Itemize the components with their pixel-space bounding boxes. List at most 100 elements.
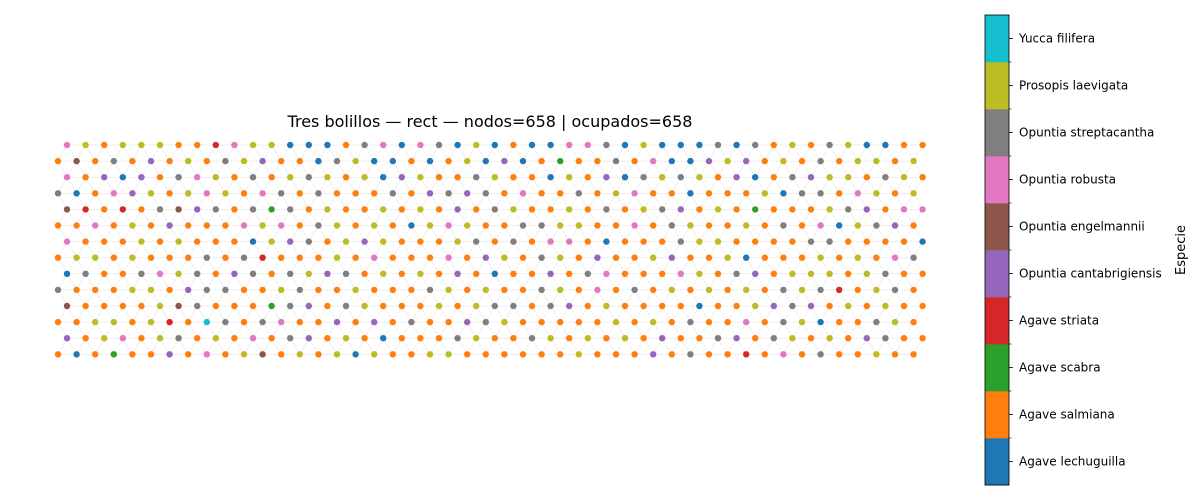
point-opuntia-streptacantha (538, 254, 545, 261)
point-agave-scabra (110, 351, 118, 358)
point-agave-salmiana (203, 222, 210, 229)
point-agave-salmiana (621, 270, 629, 277)
point-opuntia-streptacantha (222, 286, 229, 294)
point-prosopis-laevigata (687, 222, 694, 229)
point-opuntia-cantabrigiensis (454, 270, 461, 277)
point-agave-salmiana (426, 318, 434, 326)
point-prosopis-laevigata (575, 222, 582, 229)
point-agave-salmiana (900, 270, 908, 277)
point-opuntia-streptacantha (287, 270, 294, 277)
point-agave-salmiana (501, 286, 508, 294)
point-agave-salmiana (278, 157, 285, 165)
point-prosopis-laevigata (826, 270, 833, 277)
point-prosopis-laevigata (129, 222, 136, 229)
point-prosopis-laevigata (156, 302, 164, 310)
point-prosopis-laevigata (891, 318, 899, 326)
point-agave-lechuguilla (389, 157, 396, 165)
point-agave-salmiana (129, 351, 136, 358)
point-prosopis-laevigata (342, 238, 350, 245)
point-agave-salmiana (380, 302, 387, 310)
point-agave-lechuguilla (408, 222, 415, 229)
point-prosopis-laevigata (752, 302, 759, 310)
colorbar-segment (985, 203, 1009, 251)
point-prosopis-laevigata (547, 335, 554, 342)
point-opuntia-streptacantha (473, 174, 480, 181)
point-opuntia-streptacantha (687, 351, 694, 358)
point-opuntia-streptacantha (249, 174, 257, 181)
point-opuntia-cantabrigiensis (324, 270, 331, 277)
point-agave-salmiana (464, 351, 471, 358)
point-prosopis-laevigata (73, 254, 80, 261)
point-agave-salmiana (789, 238, 796, 245)
point-opuntia-robusta (63, 174, 71, 181)
point-agave-salmiana (138, 302, 145, 310)
point-agave-salmiana (166, 190, 173, 197)
point-agave-salmiana (807, 141, 815, 149)
point-agave-salmiana (519, 254, 527, 261)
point-opuntia-streptacantha (538, 222, 545, 229)
point-agave-salmiana (119, 302, 127, 310)
point-opuntia-streptacantha (640, 174, 647, 181)
point-agave-salmiana (798, 351, 806, 358)
point-agave-salmiana (389, 286, 396, 294)
colorbar-tick-label: Agave striata (1019, 314, 1099, 328)
point-opuntia-streptacantha (222, 157, 229, 165)
point-opuntia-cantabrigiensis (668, 254, 675, 261)
point-agave-salmiana (891, 351, 899, 358)
point-opuntia-cantabrigiensis (305, 302, 312, 310)
point-agave-salmiana (398, 302, 405, 310)
point-prosopis-laevigata (417, 206, 424, 213)
point-opuntia-streptacantha (603, 206, 610, 213)
point-opuntia-streptacantha (780, 222, 787, 229)
point-agave-salmiana (594, 222, 601, 229)
point-opuntia-robusta (63, 238, 71, 245)
point-opuntia-streptacantha (752, 141, 759, 149)
point-prosopis-laevigata (110, 318, 118, 326)
point-agave-salmiana (54, 157, 62, 165)
point-agave-salmiana (640, 302, 647, 310)
point-agave-salmiana (612, 286, 620, 294)
point-agave-salmiana (724, 286, 731, 294)
point-opuntia-robusta (743, 318, 750, 326)
point-opuntia-cantabrigiensis (705, 157, 713, 165)
point-opuntia-streptacantha (296, 286, 303, 294)
point-agave-salmiana (696, 335, 703, 342)
point-prosopis-laevigata (724, 254, 731, 261)
point-prosopis-laevigata (566, 206, 573, 213)
point-opuntia-streptacantha (780, 318, 787, 326)
point-agave-salmiana (491, 335, 498, 342)
point-agave-salmiana (677, 302, 684, 310)
point-agave-salmiana (324, 302, 331, 310)
point-agave-lechuguilla (621, 141, 629, 149)
point-agave-salmiana (417, 335, 424, 342)
point-agave-salmiana (919, 270, 926, 277)
point-agave-lechuguilla (380, 174, 387, 181)
point-prosopis-laevigata (854, 157, 861, 165)
point-agave-striata (259, 254, 266, 261)
point-agave-salmiana (92, 190, 99, 197)
point-prosopis-laevigata (352, 286, 359, 294)
point-opuntia-robusta (891, 254, 899, 261)
point-opuntia-cantabrigiensis (138, 174, 145, 181)
point-prosopis-laevigata (910, 190, 917, 197)
point-prosopis-laevigata (342, 335, 350, 342)
point-prosopis-laevigata (156, 141, 164, 149)
colorbar-segment (985, 344, 1009, 392)
point-opuntia-streptacantha (194, 302, 201, 310)
point-agave-salmiana (240, 190, 248, 197)
point-opuntia-engelmannii (259, 351, 266, 358)
point-agave-salmiana (212, 270, 219, 277)
point-agave-salmiana (129, 318, 136, 326)
point-agave-salmiana (389, 254, 396, 261)
point-agave-salmiana (575, 157, 582, 165)
point-agave-salmiana (166, 157, 173, 165)
point-agave-salmiana (185, 318, 192, 326)
point-agave-salmiana (631, 157, 638, 165)
point-agave-salmiana (110, 222, 118, 229)
point-prosopis-laevigata (863, 270, 870, 277)
point-opuntia-cantabrigiensis (63, 335, 71, 342)
point-agave-salmiana (315, 254, 322, 261)
point-agave-salmiana (268, 174, 275, 181)
point-opuntia-robusta (631, 190, 638, 197)
point-prosopis-laevigata (333, 351, 341, 358)
